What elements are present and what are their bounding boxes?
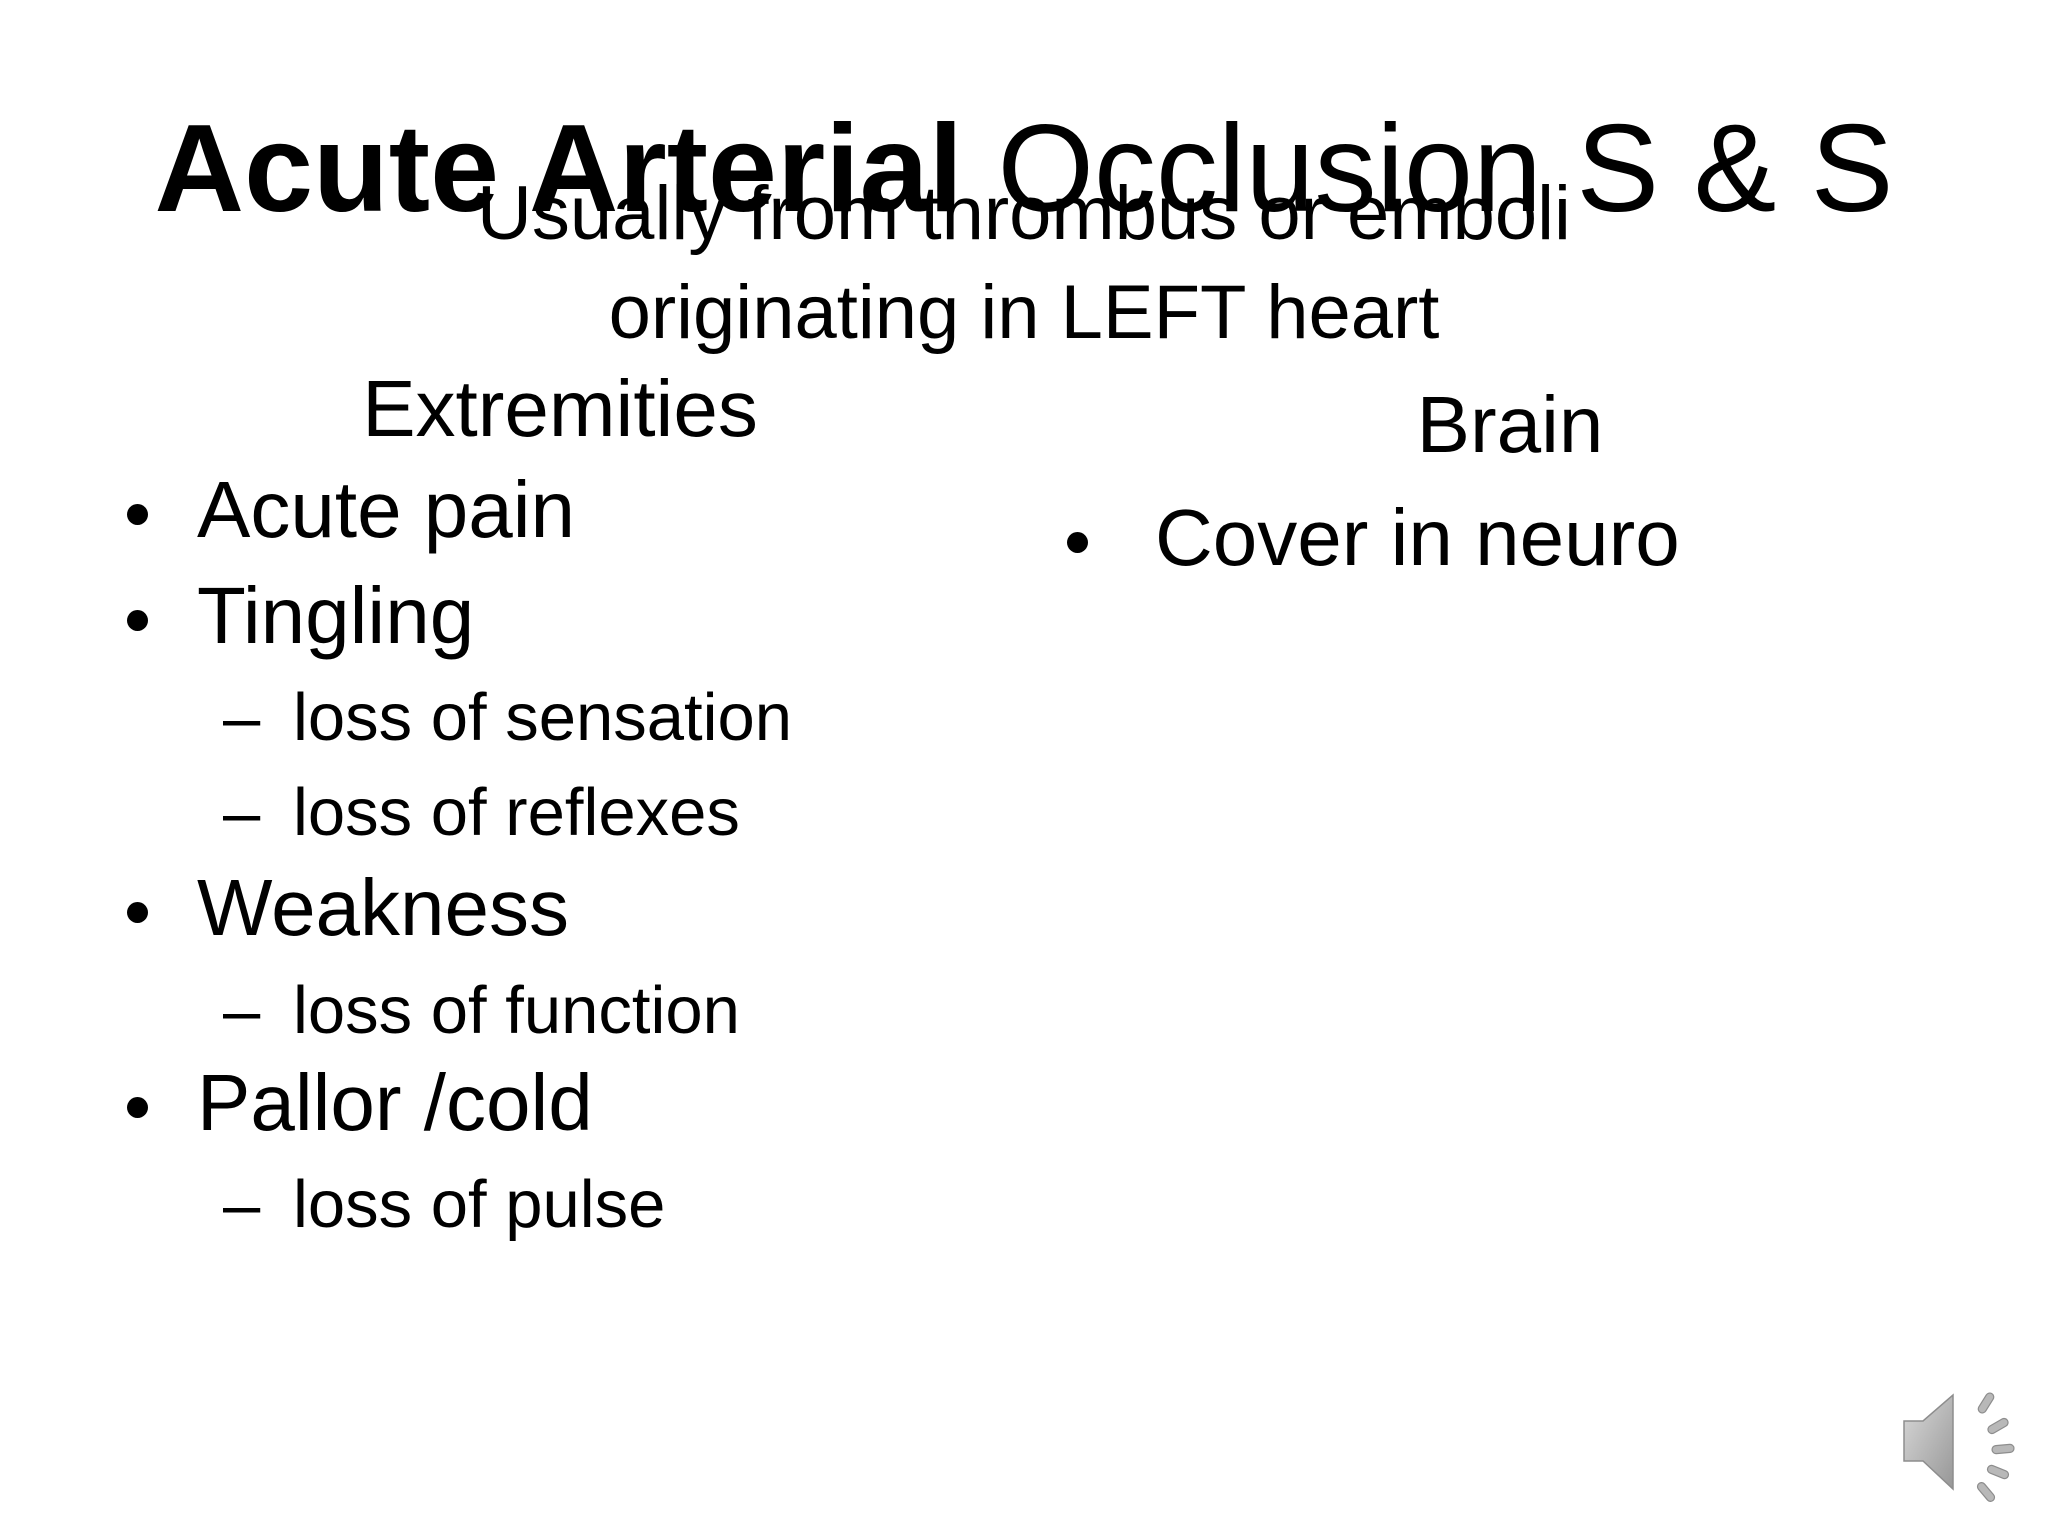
subtitle-line-1: Usually from thrombus or emboli [477, 171, 1571, 256]
speaker-sound-waves [1976, 1392, 2015, 1502]
subtitle-line-2: originating in LEFT heart [608, 270, 1440, 355]
slide-subtitle: Usually from thrombus or emboli originat… [0, 164, 2048, 362]
list-item: Acute pain [127, 462, 576, 558]
bullet-dash-icon: – [223, 973, 261, 1048]
bullet-dot-icon [127, 1097, 148, 1118]
bullet-dot-icon [127, 610, 148, 631]
speaker-icon[interactable] [1892, 1388, 2022, 1503]
bullet-dash-icon: – [223, 1167, 261, 1242]
list-item: – loss of pulse [223, 1159, 666, 1251]
bullet-dash-icon: – [223, 680, 261, 755]
list-item-text: Weakness [197, 863, 570, 952]
list-item: – loss of function [223, 965, 740, 1057]
bullet-dot-icon [127, 504, 148, 525]
title-bold-text: Acute Arterial [154, 100, 964, 239]
list-item: Tingling [127, 568, 475, 664]
column-header-brain: Brain [1416, 380, 1604, 469]
list-item-text: loss of function [293, 973, 740, 1048]
speaker-body [1903, 1393, 1954, 1491]
list-item-text: Acute pain [197, 465, 576, 554]
list-item-text: loss of sensation [293, 680, 793, 755]
list-item-text: Tingling [197, 571, 475, 660]
list-item: Weakness [127, 860, 570, 956]
list-item-text: Pallor /cold [197, 1058, 593, 1147]
list-item: – loss of reflexes [223, 767, 740, 859]
list-item-text: loss of pulse [293, 1167, 666, 1242]
bullet-dash-icon: – [223, 775, 261, 850]
bullet-dot-icon [127, 902, 148, 923]
column-header-extremities: Extremities [362, 364, 758, 453]
list-item-text: loss of reflexes [293, 775, 740, 850]
list-item: Cover in neuro [1067, 490, 1680, 586]
list-item-text: Cover in neuro [1155, 493, 1680, 582]
list-item: Pallor /cold [127, 1055, 593, 1151]
bullet-dot-icon [1067, 532, 1088, 553]
list-item: – loss of sensation [223, 672, 793, 764]
title-regular-text: Occlusion S & S [963, 100, 1894, 239]
slide-title: Acute Arterial Occlusion S & S [0, 95, 2048, 244]
